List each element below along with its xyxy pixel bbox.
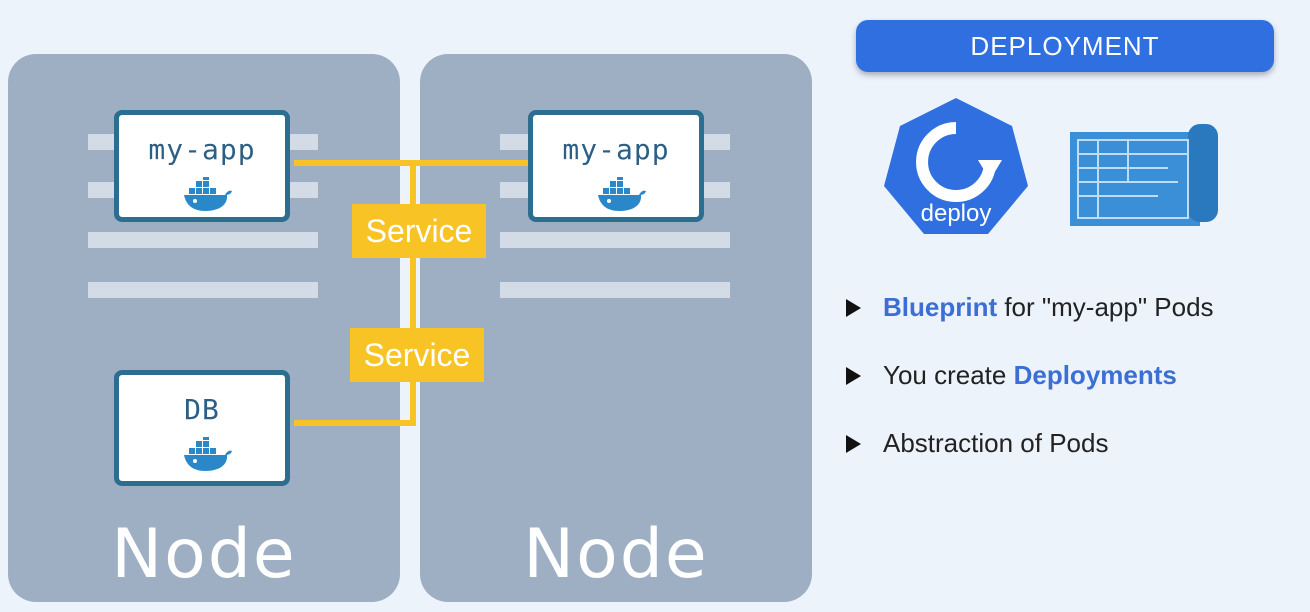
pod-my-app-right: my-app [528,110,704,222]
pod-my-app-left: my-app [114,110,290,222]
connector-line [294,420,416,426]
pod-db: DB [114,370,290,486]
connector-line [410,160,416,426]
service-badge: Service [350,328,484,382]
bar [500,282,730,298]
bullet-abstraction: Abstraction of Pods [846,428,1108,459]
deployment-title: DEPLOYMENT [856,20,1274,72]
deploy-icon-label: deploy [920,200,992,227]
bullet-arrow-icon [846,367,861,385]
bullet-text: You create [883,360,1014,390]
bar [88,232,318,248]
bullet-highlight: Blueprint [883,292,998,322]
blueprint-icon [1070,124,1218,226]
bullet-highlight: Deployments [1013,360,1177,390]
docker-whale-icon [598,177,646,211]
bullet-arrow-icon [846,299,861,317]
bar [88,282,318,298]
node-label: Node [523,515,709,594]
bullet-arrow-icon [846,435,861,453]
bullet-text: Abstraction of Pods [883,428,1109,458]
pod-label: DB [184,393,220,426]
docker-whale-icon [184,437,232,471]
node-label: Node [111,515,297,594]
pod-label: my-app [562,133,670,166]
docker-whale-icon [184,177,232,211]
service-badge: Service [352,204,486,258]
bullet-create-deployments: You create Deployments [846,360,1177,391]
bullet-blueprint: Blueprint for "my-app" Pods [846,292,1214,323]
deploy-icon: deploy [880,94,1032,242]
bar [500,232,730,248]
bullet-text: for "my-app" Pods [997,292,1214,322]
pod-label: my-app [148,133,256,166]
